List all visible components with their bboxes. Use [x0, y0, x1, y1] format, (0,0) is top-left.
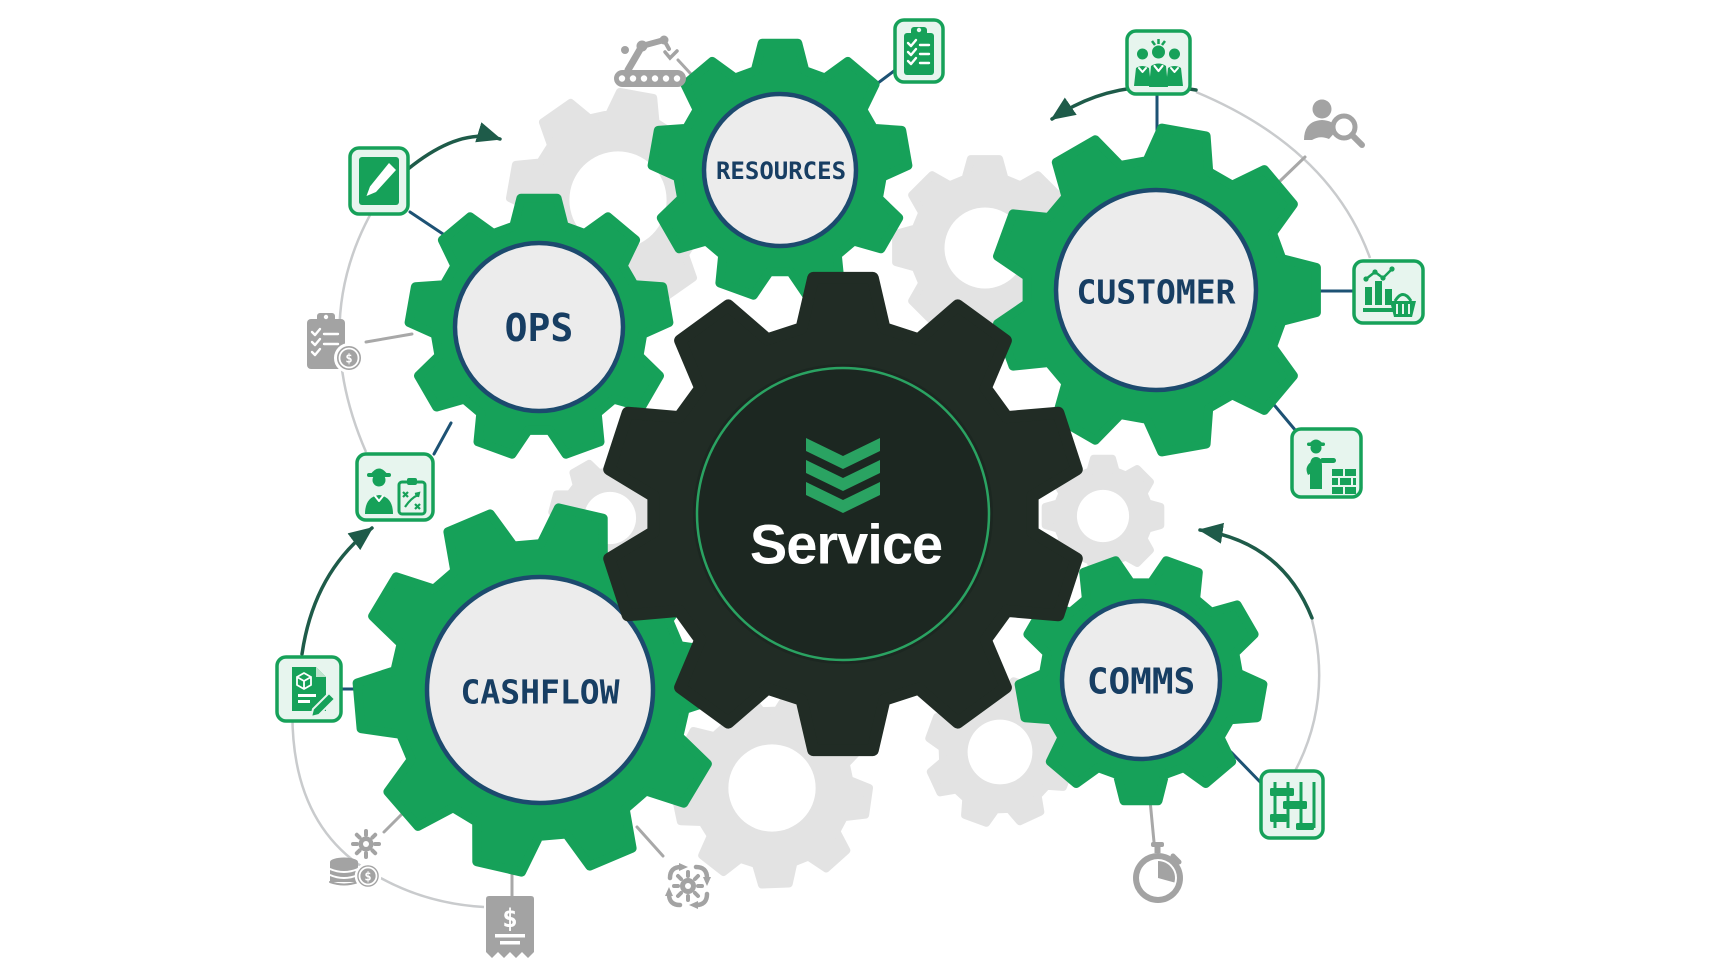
gear-service: [603, 271, 1083, 757]
gear-label-customer: CUSTOMER: [1077, 273, 1236, 312]
gear-ops: [404, 193, 674, 459]
gear-comms: [1014, 556, 1268, 806]
gear-resources: [647, 38, 913, 300]
arc-customer-right: [1195, 90, 1372, 259]
team-icon: [1125, 29, 1192, 96]
main-gears: [352, 38, 1321, 877]
worker-wall-icon: [1290, 427, 1363, 499]
worker-plan-icon: [355, 452, 435, 522]
connectors: [340, 58, 1358, 900]
gear-label-cashflow: CASHFLOW: [461, 673, 620, 712]
gear-label-ops: OPS: [505, 306, 574, 350]
gear-labels: RESOURCES OPS CUSTOMER CASHFLOW COMMS Se…: [461, 157, 1236, 712]
chevron-1: [806, 438, 880, 469]
robot-arm-icon: [614, 35, 686, 87]
process-cycle-icon: [665, 863, 711, 909]
chevron-2: [806, 460, 880, 491]
gantt-icon: [1259, 769, 1325, 840]
chevron-3: [806, 482, 880, 513]
arc-ops-left: [338, 179, 394, 453]
gear-label-comms: COMMS: [1087, 662, 1195, 703]
document-edit-icon: [275, 655, 343, 723]
connector-comms-stopwatch: [1148, 798, 1156, 844]
connector-cashflow-process: [635, 825, 665, 858]
receipt-icon: $: [486, 896, 534, 958]
service-gear: [603, 271, 1083, 757]
chart-basket-icon: [1352, 259, 1425, 325]
arrow-comms: [1198, 522, 1314, 620]
clipboard-dollar-sign: $: [345, 352, 352, 366]
checklist-icon: [893, 18, 945, 84]
clipboard-dollar-icon: $: [307, 313, 364, 373]
triple-chevron-icon: [806, 438, 880, 513]
service-label: Service: [750, 513, 942, 576]
stopwatch-icon: [1133, 842, 1183, 903]
receipt-dollar-sign: $: [502, 904, 518, 934]
connector-ops-pen: [408, 210, 451, 240]
gear-label-resources: RESOURCES: [716, 157, 846, 185]
gear-customer: [993, 123, 1321, 457]
arrow-cashflow: [300, 526, 374, 656]
coins-gear-icon: $: [329, 829, 382, 890]
background-gear-4: [1041, 454, 1165, 578]
connector-ops-clipboard: [364, 332, 414, 344]
connector-ops-worker: [432, 421, 453, 456]
person-search-icon: [1304, 99, 1365, 148]
coin-dollar-sign: $: [364, 870, 371, 884]
arrow-ops: [400, 122, 502, 176]
connector-cashflow-coins: [382, 810, 406, 834]
pen-tablet-icon: [348, 146, 410, 216]
connector-customer-search: [1277, 155, 1307, 184]
small-gear-glyph: [351, 829, 381, 859]
